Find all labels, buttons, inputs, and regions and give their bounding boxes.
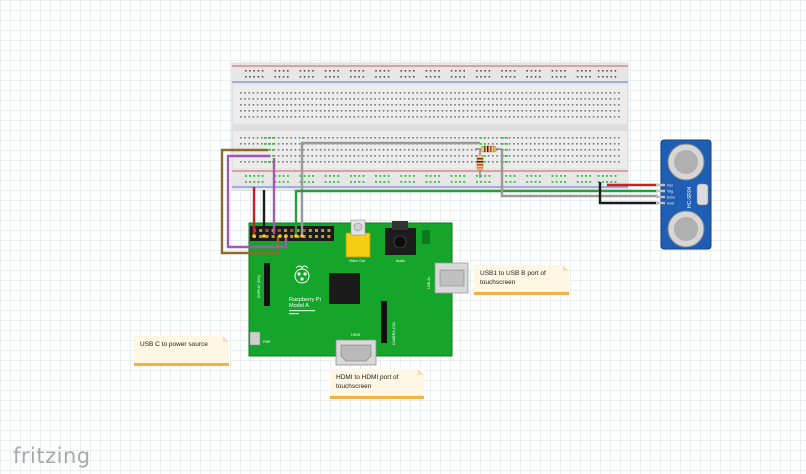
raspberry-pi-board[interactable]: Video Out Audio USB 2x Raspberry Pi Mode… [248, 219, 469, 366]
breadboard[interactable] [231, 62, 629, 191]
wire-gray-trig [300, 141, 480, 236]
wire-black-gnd [598, 182, 658, 205]
note-usb1[interactable]: USB1 to USB B port of touchscreen [474, 265, 569, 295]
fritzing-logo: fritzing [13, 444, 91, 468]
wire-gray-echo [500, 150, 658, 198]
wires [220, 141, 658, 255]
audio-label: Audio [396, 259, 405, 263]
video-out-label: Video Out [349, 259, 365, 263]
breadboard-holes [240, 70, 620, 183]
note-usb1-text: USB1 to USB B port of touchscreen [480, 270, 546, 286]
board-name-line1: Raspberry Pi [289, 297, 321, 303]
sensor-pin [656, 201, 665, 205]
sensor-pin [656, 189, 665, 193]
sensor-pin [656, 195, 665, 199]
hdmi-label: HDMI [351, 333, 360, 337]
note-hdmi-text: HDMI to HDMI port of touchscreen [336, 374, 399, 390]
raspberry-logo-icon [294, 265, 310, 284]
note-usbc[interactable]: USB C to power source [134, 336, 229, 366]
resistor-horizontal[interactable] [475, 145, 502, 153]
svg-text:PWR: PWR [263, 340, 271, 344]
sensor-model-label: HC-SR04 [687, 186, 693, 208]
board-name-line2: Model A [289, 303, 309, 309]
wire-purple [226, 154, 288, 249]
display-label: DISPLAY (DSI) [257, 275, 261, 298]
sensor-pin-label: Gnd [667, 202, 674, 206]
note-hdmi[interactable]: HDMI to HDMI port of touchscreen [330, 369, 424, 399]
sensor-pin-label: Trig [667, 190, 673, 194]
sensor-pin [656, 183, 665, 187]
camera-label: CAMERA (CSI) [392, 322, 396, 345]
usb-label: USB 2x [427, 277, 431, 289]
sensor-pin-label: Vcc [667, 184, 673, 188]
wire-green-echo [294, 189, 658, 236]
resistor-vertical[interactable] [476, 150, 484, 178]
sensor-pin-label: Echo [667, 196, 675, 200]
note-usbc-text: USB C to power source [140, 341, 208, 348]
